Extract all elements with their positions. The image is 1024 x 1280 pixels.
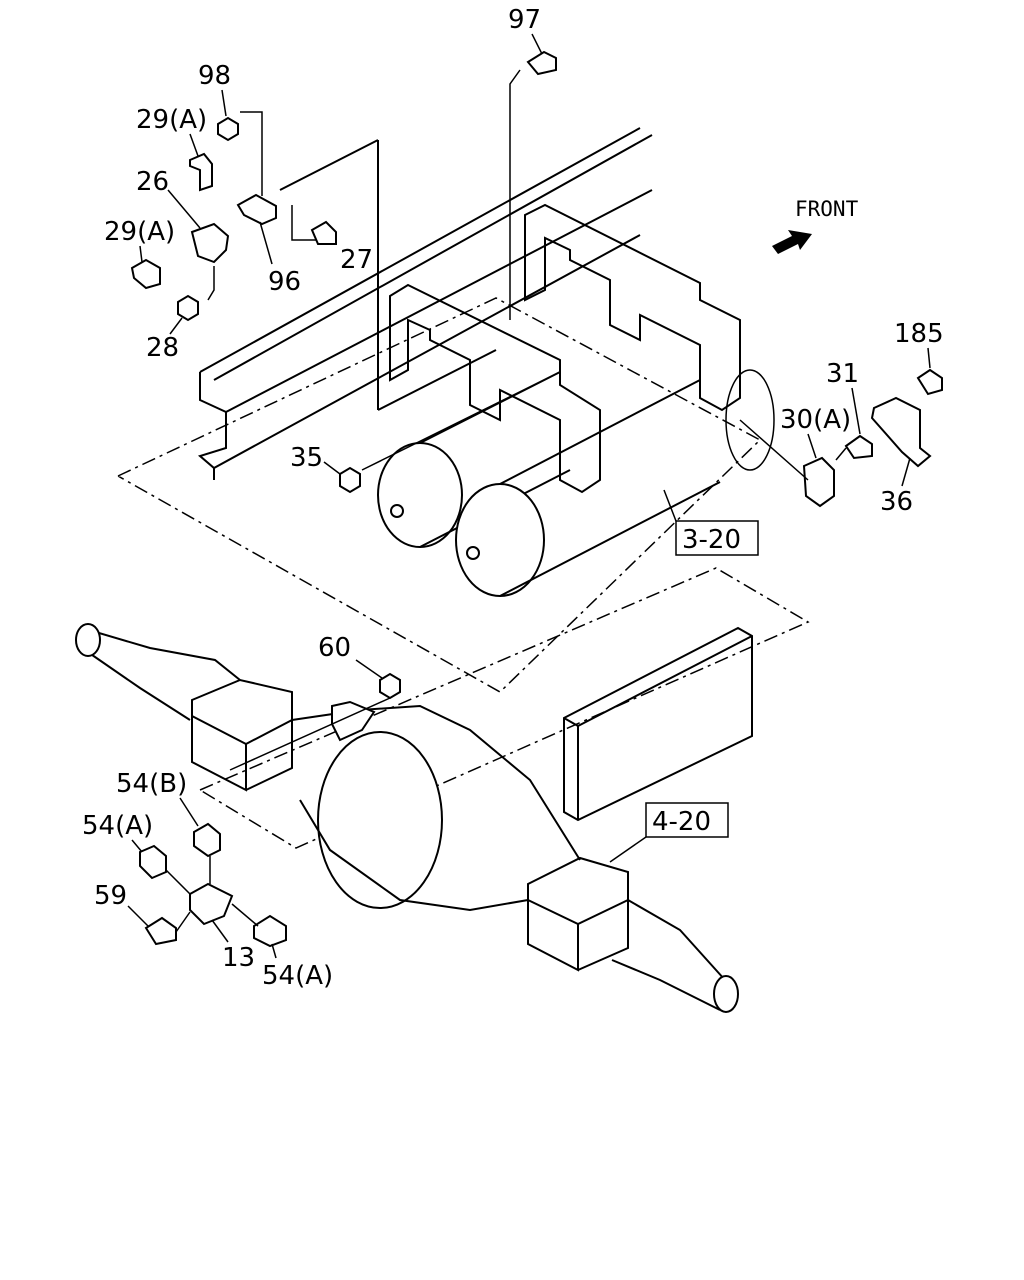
callout-36-leader [901,457,911,487]
bolt-59-icon [144,916,177,946]
ref-3-20-leader [663,489,677,522]
callout-54b-leader [179,797,199,827]
callout-36: 36 [880,487,913,517]
valve-13-icon [189,882,234,926]
callout-185: 185 [894,319,944,349]
bracket-96 [236,193,277,226]
nut-98-icon [217,116,239,142]
air-tank-2-body [499,379,721,597]
fitting-leader-lines [207,69,521,320]
bolt-97-icon [526,50,557,76]
callout-26: 26 [136,167,169,197]
callout-13-leader [211,919,229,943]
ref-box-3-20 [675,520,759,556]
axle-left-flange [75,623,101,657]
front-indicator: FRONT [772,197,859,254]
air-tank-2-port [466,546,480,560]
front-label: FRONT [795,197,859,221]
air-tank-rear-cap [725,369,775,471]
elbow-54a-bottom-icon [253,914,287,948]
ref-box-4-20-label: 4-20 [652,807,711,837]
callout-29a-top-leader [189,133,199,157]
nut-60-icon [379,672,401,700]
callout-96: 96 [268,267,301,297]
ref-box-4-20 [645,802,729,838]
upper-left-fittings [130,50,557,411]
callout-54a-bottom-leader [271,943,277,959]
callout-54a-left: 54(A) [82,811,153,841]
elbow-29a-top-icon [189,152,213,192]
front-arrow-icon [772,230,812,254]
callout-97: 97 [508,5,541,35]
valve-mount-bracket-outline [279,139,497,411]
nut-28-icon [177,294,199,322]
callout-28-leader [169,317,183,335]
callout-98: 98 [198,61,231,91]
tank-bracket-rear [524,203,741,412]
callout-30a-leader [807,433,817,459]
axle-right-tube [611,899,726,1011]
elbow-54b-icon [193,822,221,858]
callout-27: 27 [340,245,373,275]
callout-54a-bottom: 54(A) [262,961,333,991]
ref-4-20-leader [609,836,647,863]
lower-frame-rail [563,626,753,822]
callout-59: 59 [94,881,127,911]
callout-54b: 54(B) [116,769,187,799]
lower-left-fittings [139,672,401,948]
callout-96-leader [259,221,273,265]
air-tank-1-port [390,504,404,518]
upper-mounting-plane [117,297,762,693]
tank-bracket-front [389,283,601,494]
callout-60-leader [355,659,383,679]
callout-97-leader [531,33,543,55]
right-fittings [339,368,943,508]
callout-31-leader [851,387,861,435]
callouts: 97 98 29(A) 26 29(A) 27 96 28 185 31 30(… [82,5,944,991]
callout-28: 28 [146,333,179,363]
axle-left-tube [81,627,241,721]
lower-mounting-plane [198,567,810,849]
rear-axle-group: 4-20 [75,567,810,1013]
callout-60: 60 [318,633,351,663]
axle-spring-seat-left [191,678,293,792]
bolt-27-icon [310,220,337,245]
callout-59-leader [127,905,149,927]
callout-29a-left-leader [139,245,143,263]
elbow-29a-left-icon [130,258,161,290]
callout-26-leader [167,189,201,229]
elbow-54a-left-icon [139,844,167,880]
axle-right-flange [713,975,739,1013]
differential-housing [317,731,443,909]
valve-26-icon [190,222,230,264]
lower-leader-lines [165,697,391,933]
nut-35-icon [339,466,361,494]
callout-31: 31 [826,359,859,389]
callout-29a-top: 29(A) [136,105,207,135]
callout-13: 13 [222,943,255,973]
valve-30a-icon [802,456,835,508]
callout-30a: 30(A) [780,405,851,435]
callout-185-leader [927,347,931,369]
upper-frame-group: 3-20 [117,127,775,693]
bolt-31-icon [844,434,873,460]
callout-35-leader [323,461,341,475]
bracket-36-icon [870,396,932,468]
callout-98-leader [221,89,227,117]
bolt-185-icon [916,368,943,396]
ref-box-3-20-label: 3-20 [682,525,741,555]
callout-54a-left-leader [131,839,143,853]
right-leader-lines [361,371,847,481]
frame-rail [197,127,653,480]
axle-spring-seat-right [527,856,629,972]
callout-29a-left: 29(A) [104,217,175,247]
callout-35: 35 [290,443,323,473]
